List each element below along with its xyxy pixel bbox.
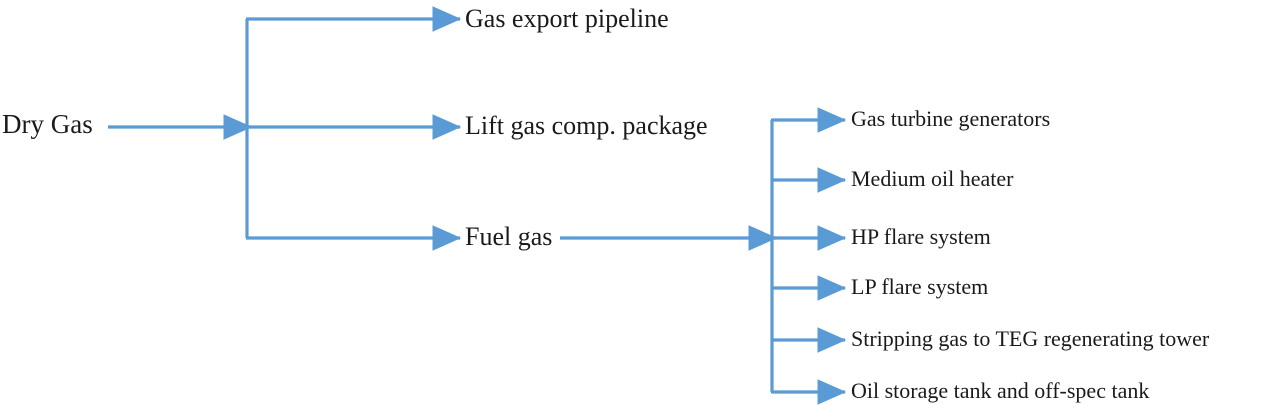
node-gas-turbine-generators: Gas turbine generators [851, 106, 1051, 131]
node-hp-flare-system: HP flare system [851, 224, 991, 249]
node-oil-storage-tank-and-off-spec-tank: Oil storage tank and off-spec tank [851, 378, 1150, 403]
node-fuel-gas: Fuel gas [465, 222, 553, 251]
node-dry-gas: Dry Gas [2, 109, 93, 139]
node-medium-oil-heater: Medium oil heater [851, 166, 1014, 191]
node-lp-flare-system: LP flare system [851, 274, 989, 299]
node-stripping-gas-to-teg-regenerating-tower: Stripping gas to TEG regenerating tower [851, 326, 1210, 351]
node-lift-gas-comp-package: Lift gas comp. package [465, 111, 708, 140]
node-gas-export-pipeline: Gas export pipeline [465, 4, 669, 33]
